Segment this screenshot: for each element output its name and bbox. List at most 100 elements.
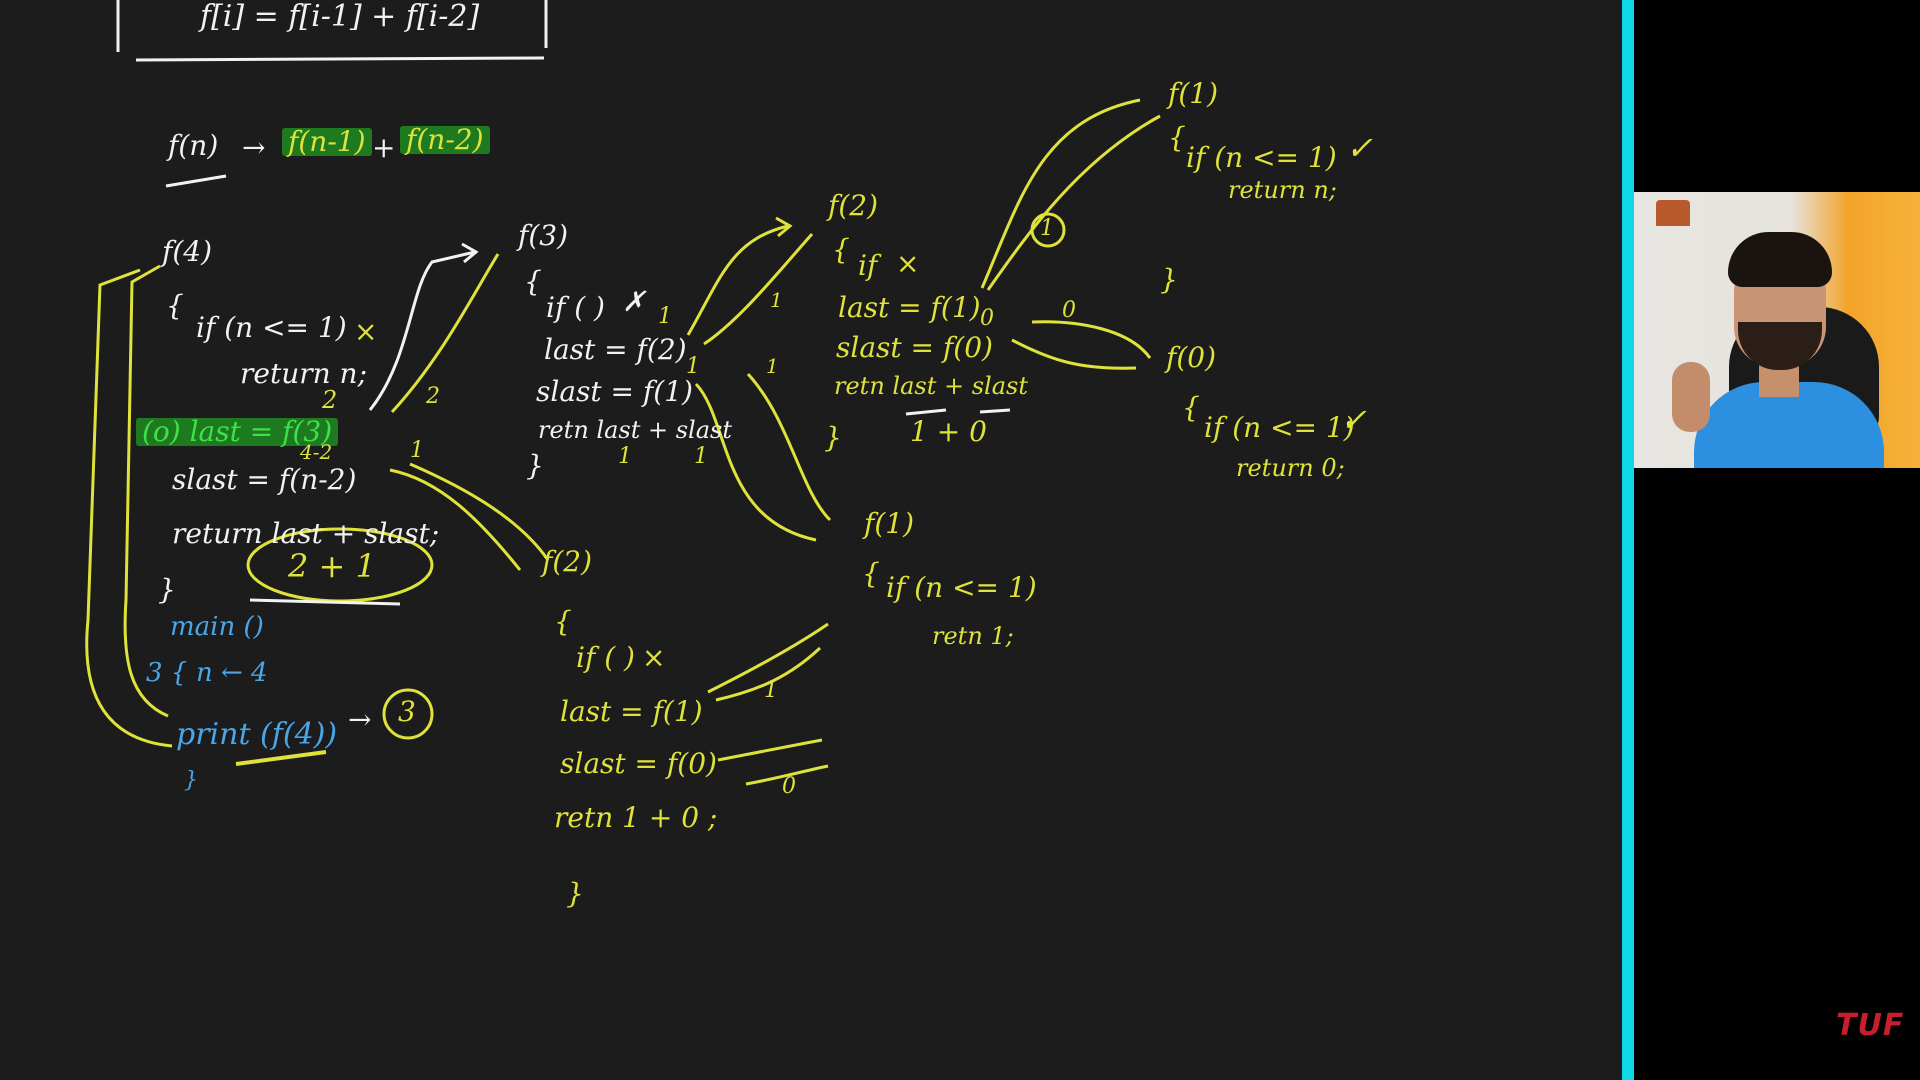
webcam-panel	[1634, 0, 1920, 1080]
f4-open-brace: {	[166, 289, 184, 322]
f3-down-label: 1	[766, 354, 779, 378]
main-signature: main ()	[170, 612, 264, 642]
f2t-if-mark: ×	[896, 247, 920, 280]
f0-if-line: if (n <= 1)	[1204, 411, 1355, 444]
f4-arrow-label-2: 2	[426, 384, 440, 409]
f4-if-mark: ×	[354, 315, 378, 348]
arrow-f3-to-f2t-head	[775, 216, 793, 238]
main-assign: n ← 4	[196, 658, 268, 688]
f2t-underline	[905, 408, 1011, 416]
f3-slast-value: 1	[686, 354, 700, 379]
f3-header: f(3)	[518, 219, 569, 252]
f4-header: f(4)	[162, 235, 213, 268]
f0-open-brace: {	[1182, 391, 1200, 424]
f3-if-mark: ✗	[622, 285, 646, 318]
arrow-f2t-to-f0	[1011, 338, 1137, 370]
f1t-open-brace: {	[1168, 121, 1186, 154]
arrow-f2b-to-f0	[717, 738, 823, 762]
f2b-slast-line: slast = f(0)	[560, 747, 717, 780]
formula-box	[116, 0, 548, 62]
background-object	[1656, 200, 1690, 226]
f4-return-n: return n;	[240, 357, 368, 390]
arrow-f4-to-f2b-2	[409, 462, 550, 561]
f1m-return-line: retn 1;	[932, 622, 1014, 650]
f4-last-line: (o) last = f(3)	[136, 418, 339, 446]
f2t-last-line: last = f(1)	[838, 291, 981, 324]
arrow-f1t-return	[986, 114, 1161, 291]
f2b-label-0: 0	[782, 774, 796, 799]
main-open: 3 {	[146, 658, 188, 688]
f3-last-value: 1	[658, 304, 672, 329]
f2t-close-brace: }	[824, 421, 842, 454]
main-result: 3	[398, 695, 416, 728]
recurrence-lhs: f(n)	[168, 129, 219, 162]
f1m-if-line: if (n <= 1)	[886, 571, 1037, 604]
presenter-hair	[1728, 232, 1832, 287]
arrow-f4-to-f3-head	[461, 242, 479, 264]
f1m-open-brace: {	[862, 557, 880, 590]
f1m-header: f(1)	[864, 507, 915, 540]
f2t-sum: 1 + 0	[910, 415, 987, 448]
f2b-return-line: retn 1 + 0 ;	[554, 801, 718, 834]
result-circle	[382, 688, 434, 740]
f3-return-line: retn last + slast	[538, 416, 732, 444]
f3-last-line: last = f(2)	[544, 333, 687, 366]
f3-open-brace: {	[524, 265, 542, 298]
f2b-label-1: 1	[764, 678, 778, 703]
whiteboard-canvas: f[i] = f[i-1] + f[i-2] f(n) → f(n-1) + f…	[0, 0, 1622, 1080]
fn-underline	[165, 174, 227, 188]
arrow-f0-return	[1031, 320, 1152, 359]
f3-if-line: if ( )	[546, 291, 605, 324]
f3-ret-a: 1	[618, 444, 632, 469]
f4-slast-annot: 4-2	[300, 440, 333, 464]
f2b-open-brace: {	[554, 605, 572, 638]
circle-label-1	[1030, 212, 1066, 248]
accent-divider	[1622, 0, 1634, 1080]
arrow-f4-to-f2b	[389, 468, 522, 571]
f2t-arrow-label: 0	[1062, 298, 1076, 323]
f2b-header: f(2)	[542, 545, 593, 578]
main-print: print (f(4))	[176, 717, 338, 752]
f4-last-value: 2	[322, 386, 338, 414]
arrow-f3-to-f1m	[694, 382, 817, 542]
f0-header: f(0)	[1166, 341, 1217, 374]
f2t-last-value: 0	[980, 306, 994, 331]
f2t-if-line: if	[858, 249, 878, 282]
sum-underline	[249, 598, 401, 606]
arrow-f2t-return	[703, 233, 814, 346]
recurrence-term2: f(n-2)	[400, 126, 490, 154]
f2b-close-brace: }	[566, 877, 584, 910]
presenter-hand	[1672, 362, 1710, 432]
loop-arrow-outer	[85, 268, 173, 748]
arrow-f2b-f0-return	[745, 764, 829, 786]
f4-arrow-label-1: 1	[410, 438, 424, 463]
print-underline	[235, 750, 327, 766]
f2b-if-mark: ×	[642, 641, 666, 674]
f3-close-brace: }	[526, 449, 544, 482]
f2t-circle-label: 1	[1040, 216, 1054, 241]
f1t-header: f(1)	[1168, 77, 1219, 110]
arrow-f2b-f1-return	[715, 646, 822, 702]
f2b-last-line: last = f(1)	[560, 695, 703, 728]
f2t-header: f(2)	[828, 189, 879, 222]
arrow-f1m-return	[746, 372, 832, 522]
f0-return-line: return 0;	[1236, 454, 1345, 482]
f4-return-line: return last + slast;	[172, 517, 440, 550]
top-formula: f[i] = f[i-1] + f[i-2]	[200, 0, 480, 34]
brand-logo: TUF	[1836, 1008, 1905, 1043]
f2t-open-brace: {	[832, 233, 850, 266]
recurrence-arrow: →	[242, 131, 266, 164]
f4-sum: 2 + 1	[288, 547, 376, 585]
f4-close-brace: }	[158, 573, 176, 606]
f0-check: ✓	[1340, 401, 1367, 439]
f3-ret-b: 1	[694, 444, 708, 469]
arrow-f3-to-f2t	[686, 224, 789, 336]
f1t-if-line: if (n <= 1)	[1186, 141, 1337, 174]
f1t-check: ✓	[1346, 129, 1373, 167]
f1t-close-brace: }	[1160, 263, 1178, 296]
arrow-f4-to-f3	[368, 250, 476, 411]
webcam-feed	[1634, 192, 1920, 468]
arrow-f3-return	[390, 253, 500, 414]
annotation-strokes	[85, 0, 1161, 786]
f2t-slast-line: slast = f(0)	[836, 331, 993, 364]
